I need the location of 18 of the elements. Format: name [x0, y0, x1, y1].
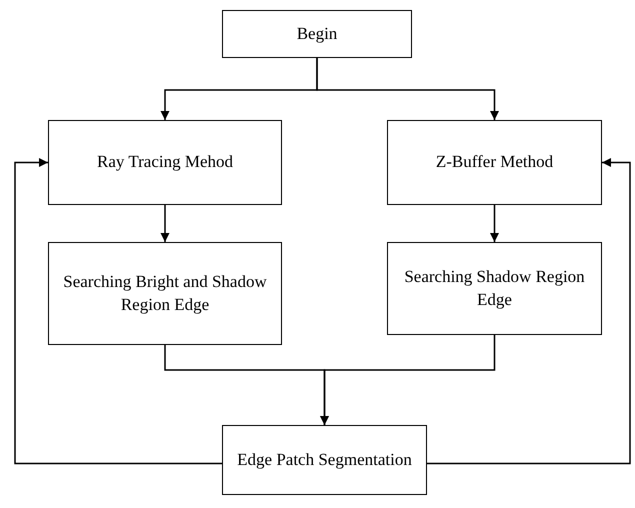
process-box — [387, 120, 602, 205]
box-label: Searching Shadow Region Edge — [403, 266, 586, 311]
process-box — [48, 242, 282, 345]
arrow — [427, 158, 631, 464]
box-label: Edge Patch Segmentation — [237, 448, 412, 471]
process-box — [387, 242, 602, 335]
box-label: Searching Bright and Shadow Region Edge — [62, 271, 268, 316]
arrow — [490, 205, 499, 242]
box-label: Z-Buffer Method — [436, 151, 554, 174]
process-box — [222, 10, 412, 58]
arrow — [320, 335, 496, 425]
arrow — [316, 58, 499, 120]
box-label: Begin — [296, 22, 338, 45]
arrow — [160, 205, 170, 242]
box-label: Ray Tracing Mehod — [97, 151, 233, 174]
process-box — [222, 425, 427, 495]
arrow — [14, 158, 222, 464]
process-box — [48, 120, 282, 205]
